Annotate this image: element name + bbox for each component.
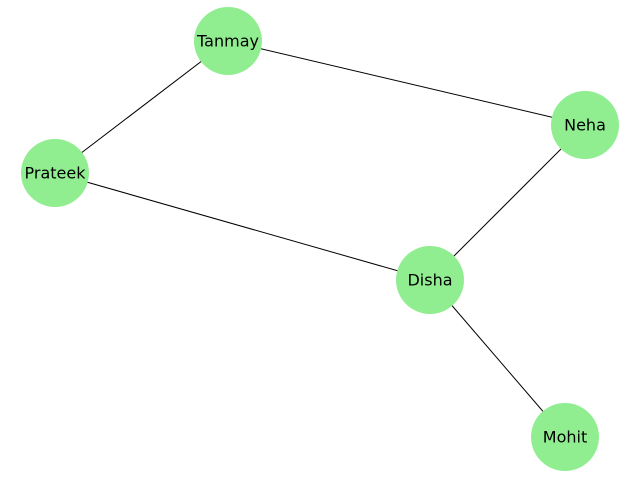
node-disha: Disha [396, 246, 464, 314]
node-mohit: Mohit [531, 403, 599, 471]
node-prateek: Prateek [21, 139, 89, 207]
edge-tanmay-prateek [54, 40, 229, 174]
node-circle-prateek [21, 139, 89, 207]
node-neha: Neha [551, 91, 619, 159]
edge-prateek-disha [54, 172, 431, 281]
node-label-disha: Disha [407, 271, 452, 290]
node-circle-neha [551, 91, 619, 159]
node-label-neha: Neha [564, 116, 606, 135]
node-circle-mohit [531, 403, 599, 471]
edges-layer [54, 40, 586, 438]
edge-disha-mohit [429, 279, 566, 438]
node-label-tanmay: Tanmay [196, 32, 259, 51]
edge-neha-disha [429, 124, 586, 281]
edge-tanmay-neha [227, 40, 586, 126]
node-label-prateek: Prateek [25, 164, 87, 183]
node-label-mohit: Mohit [543, 428, 587, 447]
node-tanmay: Tanmay [194, 7, 262, 75]
node-circle-disha [396, 246, 464, 314]
node-circle-tanmay [194, 7, 262, 75]
